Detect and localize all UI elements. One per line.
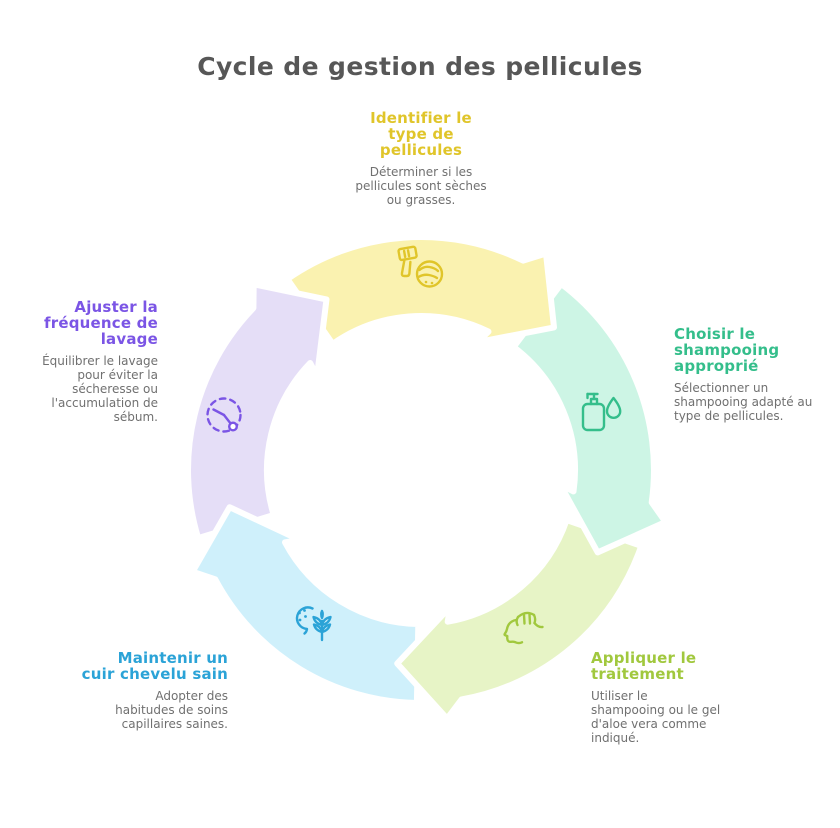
- cycle-arrow-choose: [510, 280, 669, 556]
- cycle-arrow-identify: [284, 234, 557, 347]
- step-adjust-label: Ajuster la fréquence de lavage Équilibre…: [32, 299, 158, 424]
- step-apply-label: Appliquer le traitement Utiliser le sham…: [591, 650, 749, 745]
- step-maintain-heading: Maintenir un cuir chevelu sain: [81, 649, 228, 683]
- step-maintain-description: Adopter des habitudes de soins capillair…: [115, 689, 228, 731]
- scalp-massage-icon: [503, 611, 544, 645]
- step-identify-heading: Identifier le type de pellicules: [370, 109, 472, 159]
- cycle-arrow-adjust: [232, 281, 330, 400]
- shampoo-bottle-icon: [581, 392, 622, 432]
- step-choose-description: Sélectionner un shampooing adapté au typ…: [674, 381, 813, 423]
- step-apply-description: Utiliser le shampooing ou le gel d'aloe …: [591, 689, 721, 745]
- cycle-arrow-apply: [394, 517, 645, 722]
- step-adjust-description: Équilibrer le lavage pour éviter la séch…: [42, 354, 158, 424]
- cycle-arrow-maintain: [189, 504, 422, 706]
- diagram-title: Cycle de gestion des pellicules: [197, 52, 643, 81]
- step-maintain-label: Maintenir un cuir chevelu sain Adopter d…: [70, 650, 228, 731]
- healthy-scalp-icon: [295, 606, 332, 642]
- step-choose-heading: Choisir le shampooing approprié: [674, 325, 780, 375]
- step-apply-heading: Appliquer le traitement: [591, 649, 697, 683]
- step-adjust-heading: Ajuster la fréquence de lavage: [44, 298, 158, 348]
- wash-frequency-clock-icon: [206, 397, 242, 433]
- step-identify-description: Déterminer si les pellicules sont sèches…: [355, 165, 487, 207]
- scalp-inspection-icon: [397, 245, 444, 288]
- step-identify-label: Identifier le type de pellicules Détermi…: [340, 110, 502, 207]
- step-choose-label: Choisir le shampooing approprié Sélectio…: [674, 326, 822, 423]
